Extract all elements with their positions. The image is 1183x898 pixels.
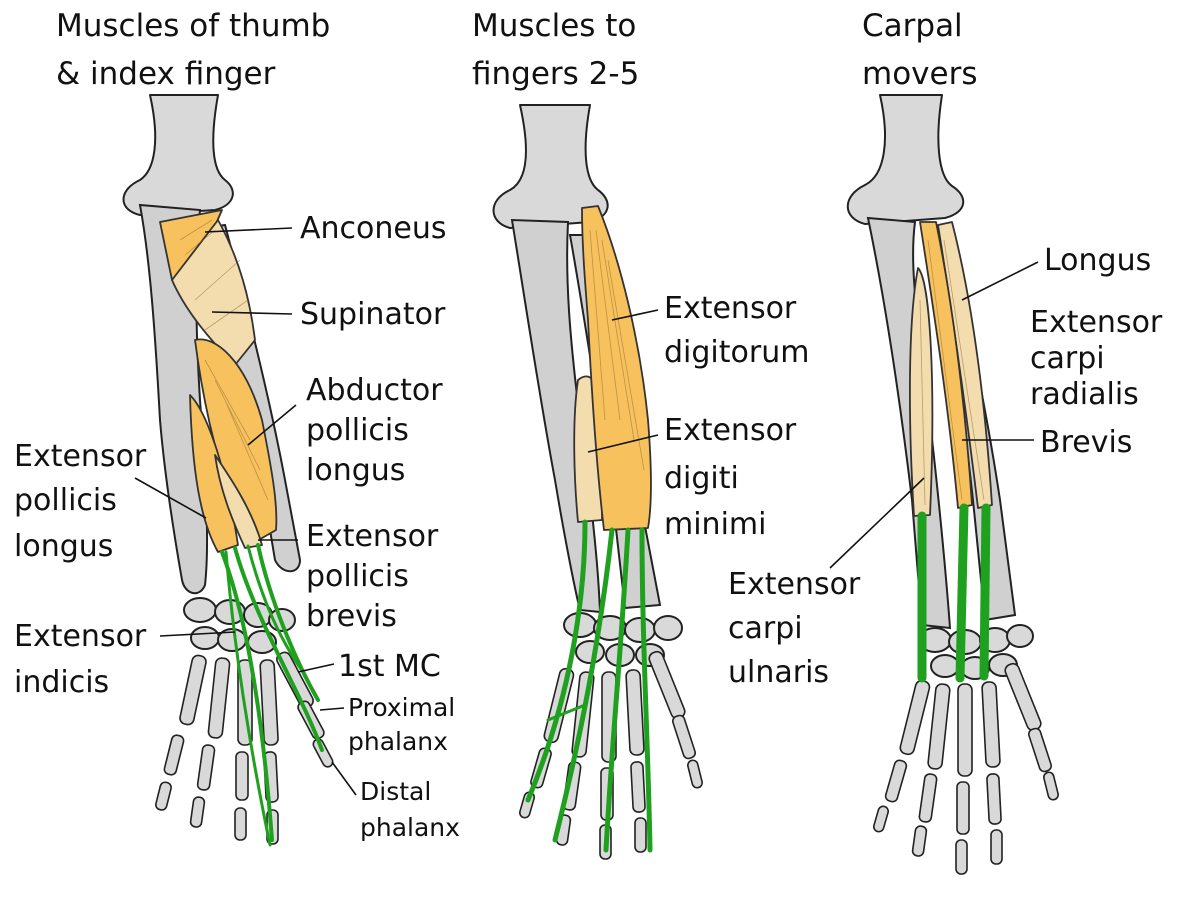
panel-carpal [848, 95, 1059, 874]
label-proximal-1: Proximal [348, 693, 455, 722]
panel-3-title-line-1: Carpal [862, 8, 963, 44]
hand-bones [873, 662, 1060, 874]
label-ecu-2: carpi [728, 611, 803, 646]
panel-thumb-index [124, 95, 335, 845]
label-digiti-2: digiti [664, 461, 739, 496]
label-digiti-1: Extensor [664, 413, 797, 448]
panel-1-title-line-1: Muscles of thumb [56, 8, 330, 44]
humerus-bone [124, 95, 233, 215]
label-epb-3: brevis [306, 599, 397, 634]
label-ecr-2: carpi [1030, 341, 1105, 376]
label-abductor-2: pollicis [306, 413, 409, 448]
label-epb-2: pollicis [306, 559, 409, 594]
label-indicis-1: Extensor [14, 619, 147, 654]
label-ecu-1: Extensor [728, 567, 861, 602]
label-digitorum-1: Extensor [664, 291, 797, 326]
label-distal-2: phalanx [360, 813, 460, 842]
label-distal-1: Distal [360, 777, 431, 806]
label-proximal-2: phalanx [348, 727, 448, 756]
label-brevis: Brevis [1040, 425, 1132, 460]
label-ecu-3: ulnaris [728, 655, 829, 690]
label-abductor-3: longus [306, 453, 405, 488]
label-abductor-1: Abductor [306, 373, 443, 408]
label-anconeus: Anconeus [300, 211, 447, 246]
panel-1-title-line-2: & index finger [56, 56, 276, 92]
label-epl-3: longus [14, 529, 113, 564]
label-first-mc: 1st MC [338, 649, 441, 684]
humerus-bone [848, 95, 963, 224]
label-indicis-2: indicis [14, 665, 109, 700]
label-longus: Longus [1044, 243, 1151, 278]
extensor-carpi-ulnaris-muscle [910, 268, 932, 516]
label-ecr-1: Extensor [1030, 305, 1163, 340]
panel-2-title-line-2: fingers 2-5 [472, 56, 639, 92]
label-epl-1: Extensor [14, 439, 147, 474]
label-ecr-3: radialis [1030, 377, 1139, 412]
label-supinator: Supinator [300, 297, 446, 332]
panel-3-title-line-2: movers [862, 56, 977, 92]
label-digiti-3: minimi [664, 507, 766, 542]
label-digitorum-2: digitorum [664, 335, 809, 370]
label-epb-1: Extensor [306, 519, 439, 554]
panel-2-title-line-1: Muscles to [472, 8, 636, 44]
label-epl-2: pollicis [14, 483, 117, 518]
